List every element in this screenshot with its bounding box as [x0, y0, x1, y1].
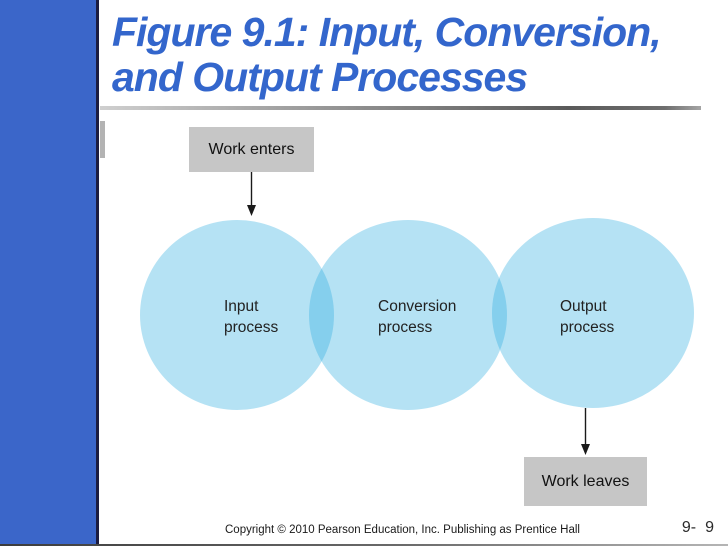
- page-number-value: 9: [705, 519, 714, 536]
- work-leaves-label: Work leaves: [541, 472, 630, 490]
- slide-title-line1: Figure 9.1: Input, Conversion,: [112, 9, 662, 55]
- conversion-process-label: Conversion process: [378, 296, 456, 338]
- input-process-label-line1: Input: [224, 298, 259, 315]
- conversion-process-label-line2: process: [378, 319, 433, 336]
- slide-title-line2: and Output Processes: [112, 54, 528, 100]
- work-leaves-arrow-head-icon: [581, 444, 590, 455]
- slide-title: Figure 9.1: Input, Conversion, and Outpu…: [112, 9, 662, 100]
- conversion-process-label-line1: Conversion: [378, 298, 457, 315]
- output-process-label-line1: Output: [560, 298, 607, 315]
- work-enters-arrow-head-icon: [247, 205, 256, 216]
- output-process-circle: [492, 218, 694, 408]
- page-number-prefix: 9-: [681, 519, 697, 536]
- work-enters-label: Work enters: [208, 140, 295, 158]
- work-enters-box: Work enters: [189, 127, 314, 172]
- conversion-process-circle: [309, 220, 507, 410]
- output-process-label-line2: process: [560, 319, 615, 336]
- copyright-text: Copyright © 2010 Pearson Education, Inc.…: [225, 524, 580, 536]
- slide-bottom-edge: [0, 544, 728, 546]
- input-process-label: Input process: [224, 296, 278, 338]
- title-divider-line: [100, 106, 701, 110]
- input-process-label-line2: process: [224, 319, 279, 336]
- input-process-circle: [140, 220, 334, 410]
- sidebar-accent-bar: [0, 0, 99, 546]
- decorative-gray-tab: [100, 121, 105, 158]
- output-process-label: Output process: [560, 296, 614, 338]
- slide-page-number: 9- 9: [682, 519, 714, 537]
- work-leaves-box: Work leaves: [524, 457, 647, 506]
